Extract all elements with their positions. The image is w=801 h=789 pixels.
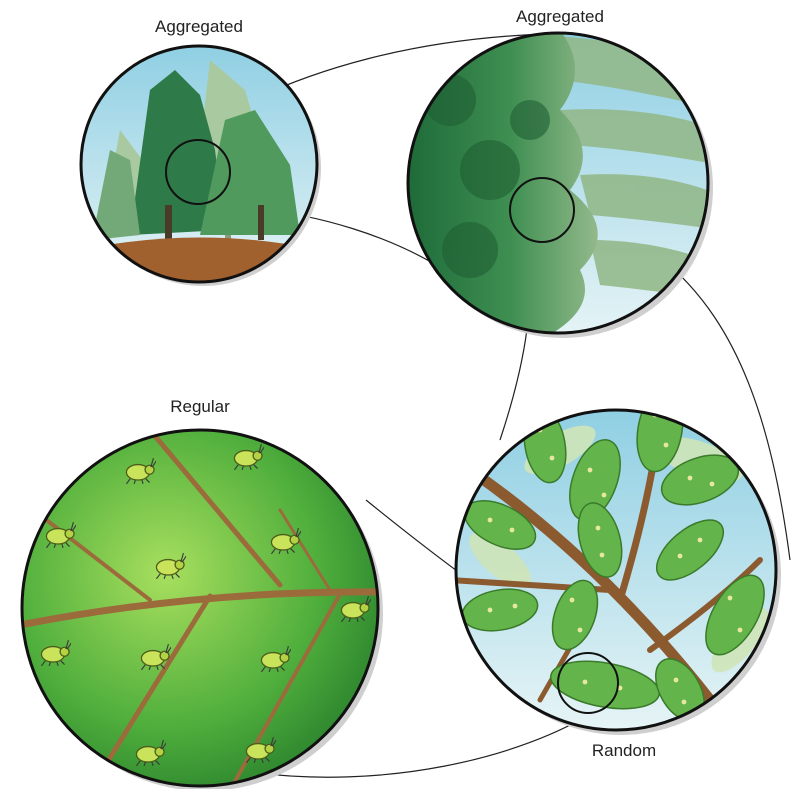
branch-label: Random — [592, 741, 656, 760]
forest-label: Aggregated — [155, 17, 243, 36]
foliage-panel — [405, 30, 720, 340]
branch-panel — [450, 385, 781, 735]
forest-panel — [80, 45, 321, 290]
leaf-panel — [20, 428, 385, 789]
leaf-label: Regular — [170, 397, 230, 416]
foliage-label: Aggregated — [516, 7, 604, 26]
